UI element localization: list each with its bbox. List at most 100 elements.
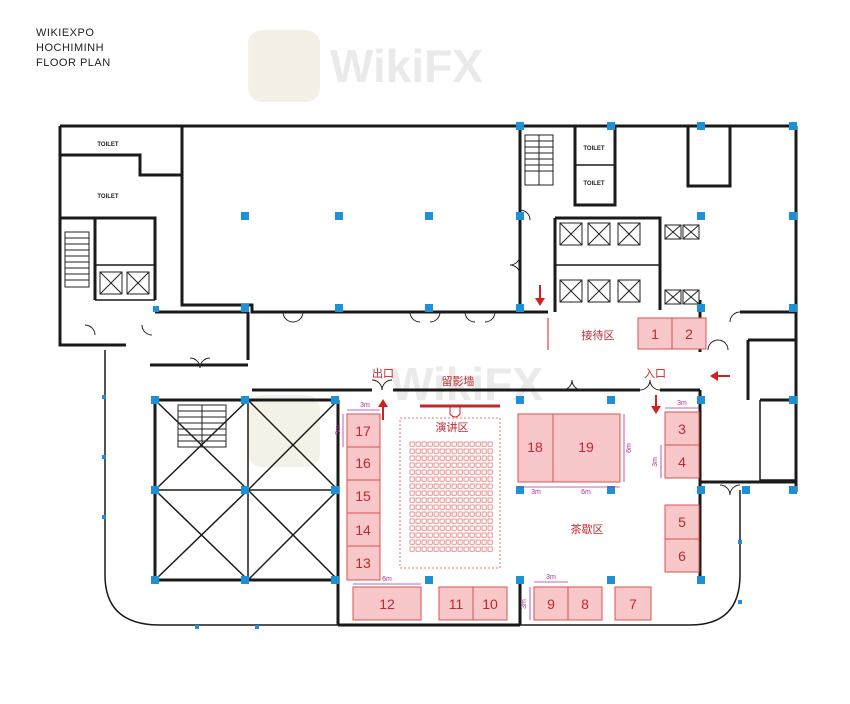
dim-3-width: 3m	[677, 400, 687, 407]
toilet-label-3: TOILET	[583, 146, 605, 152]
audience-seat	[439, 462, 445, 468]
audience-seat	[475, 469, 481, 475]
audience-seat	[451, 490, 457, 496]
dim-18-width: 3m	[531, 489, 541, 496]
audience-seat	[463, 504, 469, 510]
watermark-middle: WikiFX	[248, 358, 543, 467]
audience-seat	[469, 497, 475, 503]
floor-plan-title: WIKIEXPO HOCHIMINH FLOOR PLAN	[36, 26, 111, 71]
audience-seat	[415, 546, 421, 552]
audience-seat	[421, 448, 427, 454]
booth-7[interactable]: 7	[614, 586, 652, 621]
stairs-left	[64, 231, 90, 288]
audience-seat	[439, 490, 445, 496]
audience-seat	[469, 532, 475, 538]
svg-text:16: 16	[355, 455, 371, 471]
booth-10[interactable]: 10	[472, 586, 508, 621]
dim-19-height: 6m	[626, 443, 633, 453]
audience-seat	[415, 532, 421, 538]
booth-19[interactable]: 19	[552, 413, 621, 483]
svg-text:7: 7	[629, 596, 637, 612]
booth-5[interactable]: 5	[664, 504, 700, 540]
audience-seat	[409, 504, 415, 510]
audience-seat	[433, 441, 439, 447]
audience-seat	[463, 532, 469, 538]
svg-text:12: 12	[379, 596, 395, 612]
audience-seat	[427, 448, 433, 454]
booth-13[interactable]: 13	[346, 545, 381, 581]
watermark-text-top: WikiFX	[330, 40, 483, 92]
audience-seat	[439, 539, 445, 545]
booth-18[interactable]: 18	[517, 413, 554, 483]
svg-text:8: 8	[581, 596, 589, 612]
booth-9[interactable]: 9	[533, 586, 569, 621]
audience-seat	[463, 539, 469, 545]
audience-seat	[409, 511, 415, 517]
audience-seat	[487, 511, 493, 517]
audience-seat	[469, 525, 475, 531]
svg-text:19: 19	[578, 439, 594, 455]
audience-seat	[427, 483, 433, 489]
audience-seat	[469, 469, 475, 475]
booth-16[interactable]: 16	[346, 446, 381, 481]
audience-seat	[451, 448, 457, 454]
booth-6[interactable]: 6	[664, 538, 700, 573]
audience-seat	[433, 490, 439, 496]
svg-text:2: 2	[685, 326, 693, 342]
audience-seat	[421, 525, 427, 531]
columns	[102, 122, 797, 629]
audience-seat	[415, 455, 421, 461]
audience-seat	[487, 525, 493, 531]
audience-seat	[457, 462, 463, 468]
audience-seat	[415, 490, 421, 496]
audience-seat	[487, 476, 493, 482]
booth-15[interactable]: 15	[346, 479, 381, 514]
audience-seat	[433, 448, 439, 454]
audience-seat	[415, 511, 421, 517]
audience-seat	[451, 504, 457, 510]
audience-seat	[487, 518, 493, 524]
audience-seat	[481, 546, 487, 552]
audience-seat	[463, 483, 469, 489]
audience-seat	[445, 504, 451, 510]
audience-seat	[487, 455, 493, 461]
audience-seating	[409, 441, 493, 552]
booth-11[interactable]: 11	[438, 586, 474, 621]
audience-seat	[475, 462, 481, 468]
booth-4[interactable]: 4	[664, 444, 700, 479]
booth-14[interactable]: 14	[346, 512, 381, 547]
booth-1[interactable]: 1	[637, 317, 673, 350]
audience-seat	[445, 539, 451, 545]
toilet-label-1: TOILET	[97, 142, 119, 148]
booth-2[interactable]: 2	[671, 317, 707, 350]
audience-seat	[409, 518, 415, 524]
audience-seat	[427, 490, 433, 496]
audience-seat	[457, 518, 463, 524]
audience-seat	[433, 532, 439, 538]
audience-seat	[409, 497, 415, 503]
audience-seat	[469, 441, 475, 447]
dim-19-width: 6m	[581, 489, 591, 496]
svg-text:9: 9	[547, 596, 555, 612]
booth-17[interactable]: 17	[346, 413, 381, 448]
booth-3[interactable]: 3	[664, 411, 700, 446]
audience-seat	[439, 476, 445, 482]
reception-label: 接待区	[582, 328, 615, 342]
audience-seat	[421, 490, 427, 496]
audience-seat	[415, 539, 421, 545]
audience-seat	[469, 546, 475, 552]
audience-seat	[481, 483, 487, 489]
audience-seat	[433, 525, 439, 531]
svg-text:6: 6	[678, 548, 686, 564]
audience-seat	[409, 525, 415, 531]
audience-seat	[433, 539, 439, 545]
audience-seat	[475, 455, 481, 461]
booth-8[interactable]: 8	[567, 586, 603, 621]
booth-12[interactable]: 12	[352, 586, 422, 621]
dim-17-width: 3m	[360, 402, 370, 409]
svg-text:1: 1	[651, 326, 659, 342]
audience-seat	[481, 455, 487, 461]
audience-seat	[469, 483, 475, 489]
audience-seat	[415, 497, 421, 503]
audience-seat	[487, 441, 493, 447]
